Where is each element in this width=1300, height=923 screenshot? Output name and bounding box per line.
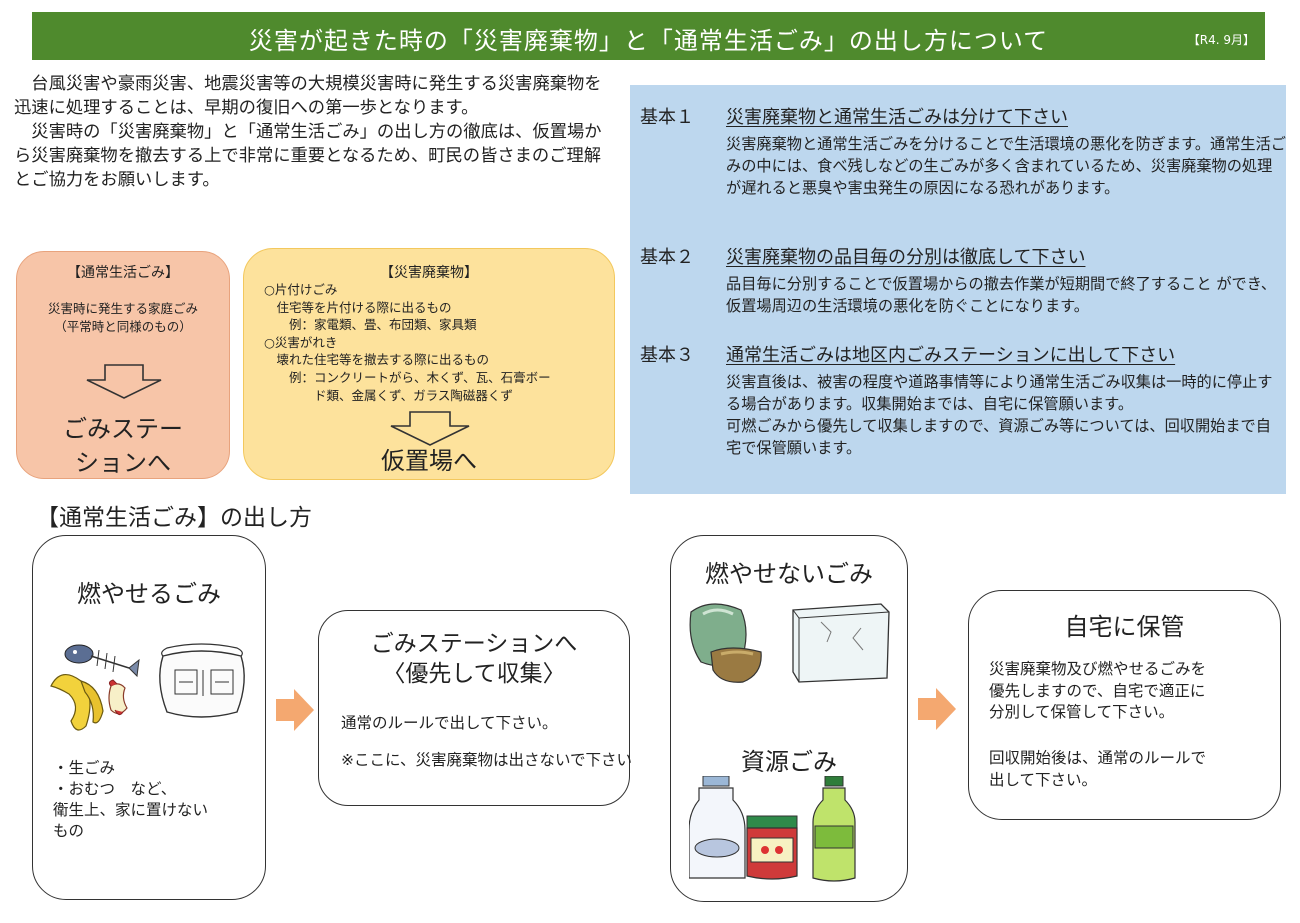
non-burnable-waste-box: 燃やせないごみ 資源ごみ (670, 535, 908, 902)
disaster-waste-destination: 仮置場へ (381, 447, 477, 475)
normal-waste-destination-line-1: ごみステー (63, 415, 183, 443)
basic-rule-heading: 基本１ 災害廃棄物と通常生活ごみは分けて下さい (640, 103, 1286, 129)
home-storage-title: 自宅に保管 (1064, 613, 1185, 641)
section-title: 【通常生活ごみ】の出し方 (36, 505, 312, 531)
basic-rule-heading: 基本３ 通常生活ごみは地区内ごみステーションに出して下さい (640, 341, 1286, 367)
garbage-station-rule: 通常のルールで出して下さい。 (341, 714, 558, 732)
basic-rule-text: 災害廃棄物と通常生活ごみを分けることで生活環境の悪化を防ぎます。通常生活ごみの中… (726, 135, 1286, 197)
page-title: 災害が起きた時の「災害廃棄物」と「通常生活ごみ」の出し方について (248, 27, 1049, 55)
normal-waste-destination-line-2: ションへ (75, 449, 171, 477)
intro-paragraph-1: 台風災害や豪雨災害、地震災害等の大規模災害時に発生する災害廃棄物を迅速に処理する… (14, 74, 602, 118)
right-arrow-icon (918, 688, 956, 730)
normal-waste-desc-line-1: 災害時に発生する家庭ごみ (47, 301, 198, 316)
burnable-waste-box: 燃やせるごみ ・生ごみ ・おむつ など、 衛生上、家に置けない もの (32, 535, 266, 900)
basic-rule-number: 基本２ (640, 247, 694, 268)
garbage-station-box: ごみステーションへ 〈優先して収集〉 通常のルールで出して下さい。 ※ここに、災… (318, 610, 632, 806)
home-storage-instruction: 災害廃棄物及び燃やせるごみを 優先しますので、自宅で適正に 分別して保管して下さ… (989, 660, 1207, 721)
basic-rule-number: 基本１ (640, 107, 694, 128)
basic-rule-title: 通常生活ごみは地区内ごみステーションに出して下さい (726, 345, 1176, 366)
basic-rule-text: 災害直後は、被害の程度や道路事情等により通常生活ごみ収集は一時的に停止する場合が… (726, 373, 1273, 457)
burnable-waste-desc: ・生ごみ ・おむつ など、 衛生上、家に置けない もの (53, 759, 209, 840)
down-arrow-icon (390, 411, 470, 446)
normal-waste-card-desc: 災害時に発生する家庭ごみ （平常時と同様のもの） (17, 300, 229, 336)
intro-paragraph-2: 災害時の「災害廃棄物」と「通常生活ごみ」の出し方の徹底は、仮置場から災害廃棄物を… (14, 122, 602, 190)
disaster-line: 例：家電類、畳、布団類、家具類 (264, 317, 477, 333)
non-burnable-waste-title: 燃やせないごみ (705, 560, 873, 588)
revision-date: 【R4. 9月】 (1187, 33, 1255, 47)
basic-rules-panel: 基本１ 災害廃棄物と通常生活ごみは分けて下さい 災害廃棄物と通常生活ごみを分けるこ… (630, 85, 1286, 494)
disaster-line: ド類、金属くず、ガラス陶磁器くず (264, 387, 513, 403)
basic-rule-2: 基本２ 災害廃棄物の品目毎の分別は徹底して下さい 品目毎に分別することで仮置場から… (640, 243, 1286, 317)
basic-rule-title: 災害廃棄物の品目毎の分別は徹底して下さい (726, 247, 1086, 268)
recyclable-waste-title: 資源ごみ (741, 748, 837, 776)
home-storage-note: 回収開始後は、通常のルールで 出して下さい。 (989, 749, 1207, 789)
basic-rule-3: 基本３ 通常生活ごみは地区内ごみステーションに出して下さい 災害直後は、被害の程度… (640, 341, 1286, 459)
garbage-station-title: ごみステーションへ 〈優先して収集〉 (370, 631, 578, 687)
disaster-line: 住宅等を片付ける際に出るもの (264, 299, 452, 315)
normal-waste-card-title: 【通常生活ごみ】 (67, 265, 179, 281)
disaster-waste-card: 【災害廃棄物】 ○片付けごみ 住宅等を片付ける際に出るもの 例：家電類、畳、布団… (243, 248, 615, 480)
header-banner: 災害が起きた時の「災害廃棄物」と「通常生活ごみ」の出し方について 【R4. 9月… (32, 12, 1265, 60)
bottles-and-jar-illustration (689, 776, 856, 882)
home-storage-box: 自宅に保管 災害廃棄物及び燃やせるごみを 優先しますので、自宅で適正に 分別して… (968, 590, 1281, 820)
disaster-line: ○片付けごみ (264, 282, 338, 297)
normal-waste-desc-line-2: （平常時と同様のもの） (54, 319, 192, 334)
food-waste-and-diaper-illustration (50, 643, 245, 731)
basic-rule-text: 品目毎に分別することで仮置場からの撤去作業が短期間で終了すること ができ、仮置場… (726, 275, 1277, 315)
down-arrow-icon (86, 364, 162, 399)
burnable-waste-title: 燃やせるごみ (77, 580, 221, 608)
basic-rule-number: 基本３ (640, 345, 694, 366)
disaster-waste-card-title: 【災害廃棄物】 (380, 265, 478, 281)
basic-rule-title: 災害廃棄物と通常生活ごみは分けて下さい (726, 107, 1068, 128)
basic-rule-heading: 基本２ 災害廃棄物の品目毎の分別は徹底して下さい (640, 243, 1286, 269)
disaster-line: 例：コンクリートがら、木くず、瓦、石膏ボー (264, 369, 551, 385)
disaster-waste-card-body: ○片付けごみ 住宅等を片付ける際に出るもの 例：家電類、畳、布団類、家具類 ○災… (264, 281, 551, 404)
right-arrow-icon (276, 689, 314, 731)
broken-ceramics-and-glass-illustration (689, 603, 890, 683)
disaster-line: ○災害がれき (264, 334, 338, 350)
basic-rule-1: 基本１ 災害廃棄物と通常生活ごみは分けて下さい 災害廃棄物と通常生活ごみを分けるこ… (640, 103, 1286, 199)
normal-waste-card: 【通常生活ごみ】 災害時に発生する家庭ごみ （平常時と同様のもの） ごみステー … (16, 251, 230, 479)
normal-waste-destination: ごみステー ションへ (17, 412, 229, 480)
disaster-line: 壊れた住宅等を撤去する際に出るもの (264, 352, 490, 368)
intro-text: 台風災害や豪雨災害、地震災害等の大規模災害時に発生する災害廃棄物を迅速に処理する… (14, 72, 614, 192)
garbage-station-note: ※ここに、災害廃棄物は出さないで下さい (341, 751, 633, 769)
